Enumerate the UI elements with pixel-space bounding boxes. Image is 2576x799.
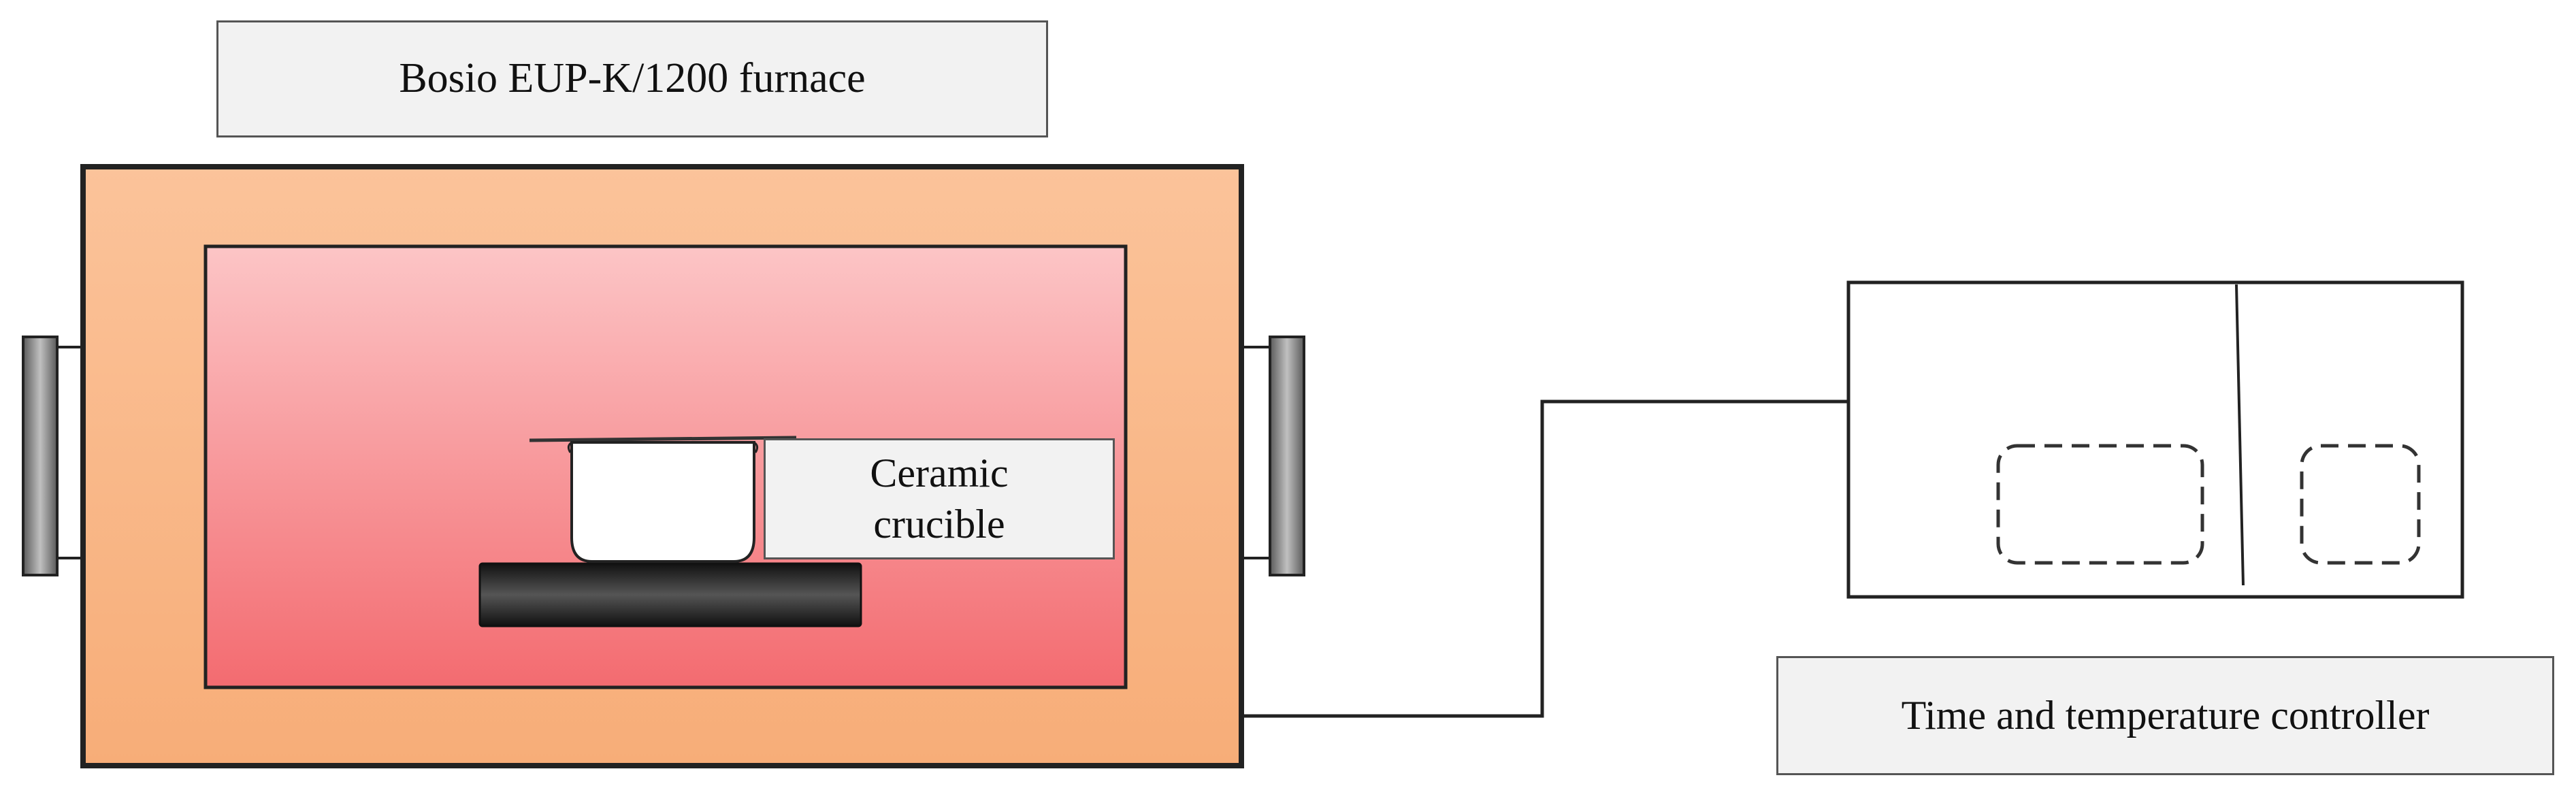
furnace-label: Bosio EUP-K/1200 furnace	[216, 20, 1048, 137]
crucible-label: Ceramic crucible	[764, 438, 1115, 559]
controller-label-text: Time and temperature controller	[1901, 693, 2430, 738]
crucible-label-line2: crucible	[873, 502, 1005, 547]
controller-unit	[1846, 280, 2464, 599]
crucible-label-line1: Ceramic	[870, 451, 1009, 495]
crucible	[570, 441, 755, 563]
controller-panel	[1846, 280, 2464, 599]
right-handle	[1240, 336, 1305, 576]
left-handle	[22, 336, 87, 576]
crucible-rim	[567, 441, 759, 453]
controller-label: Time and temperature controller	[1776, 656, 2554, 775]
crucible-lid	[529, 436, 797, 442]
furnace-label-text: Bosio EUP-K/1200 furnace	[399, 55, 866, 102]
controller-divider	[2235, 284, 2245, 586]
connection-cable	[1241, 400, 1848, 718]
crucible-base	[478, 562, 862, 627]
controller-button	[2300, 444, 2421, 565]
controller-display	[1996, 444, 2204, 565]
